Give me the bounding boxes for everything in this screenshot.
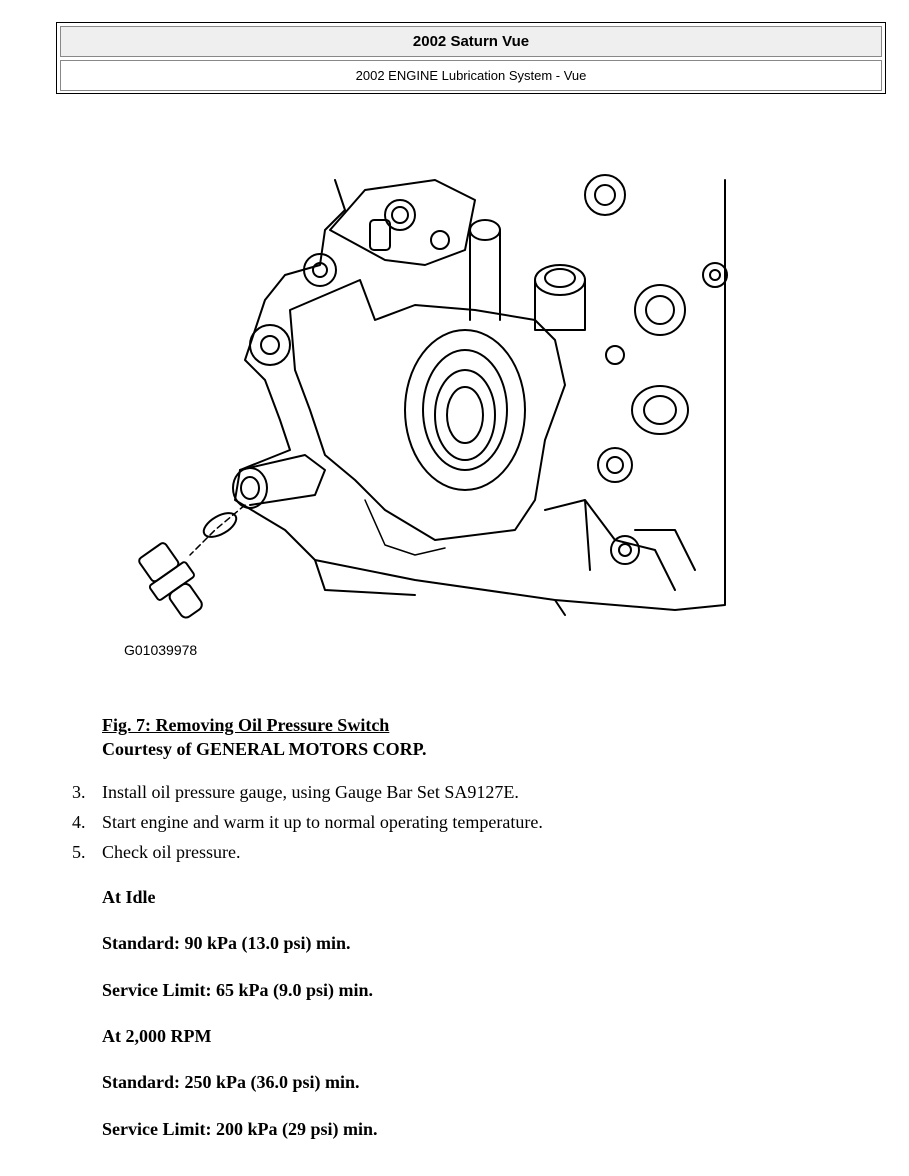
step-number: 3. bbox=[72, 782, 86, 802]
spec-idle-limit: Service Limit: 65 kPa (9.0 psi) min. bbox=[102, 980, 373, 1000]
figure-caption: Fig. 7: Removing Oil Pressure Switch Cou… bbox=[102, 713, 427, 761]
engine-oil-pressure-switch-illustration bbox=[115, 170, 730, 630]
procedure-steps: 3. Install oil pressure gauge, using Gau… bbox=[72, 782, 543, 872]
document-header: 2002 Saturn Vue 2002 ENGINE Lubrication … bbox=[56, 22, 886, 94]
step-number: 4. bbox=[72, 812, 86, 832]
spec-idle-heading: At Idle bbox=[102, 887, 156, 907]
figure-id-label: G01039978 bbox=[124, 642, 198, 658]
procedure-step: 5. Check oil pressure. bbox=[72, 842, 543, 872]
spec-idle-standard: Standard: 90 kPa (13.0 psi) min. bbox=[102, 933, 351, 953]
spec-rpm-standard: Standard: 250 kPa (36.0 psi) min. bbox=[102, 1072, 360, 1092]
step-number: 5. bbox=[72, 842, 86, 862]
figure-caption-courtesy: Courtesy of GENERAL MOTORS CORP. bbox=[102, 739, 427, 759]
figure-caption-title: Fig. 7: Removing Oil Pressure Switch bbox=[102, 715, 390, 735]
spec-rpm-heading: At 2,000 RPM bbox=[102, 1026, 212, 1046]
procedure-step: 4. Start engine and warm it up to normal… bbox=[72, 812, 543, 842]
step-text: Check oil pressure. bbox=[102, 842, 241, 862]
header-subtitle: 2002 ENGINE Lubrication System - Vue bbox=[60, 60, 882, 91]
header-title: 2002 Saturn Vue bbox=[60, 26, 882, 57]
spec-rpm-limit: Service Limit: 200 kPa (29 psi) min. bbox=[102, 1119, 378, 1139]
step-text: Install oil pressure gauge, using Gauge … bbox=[102, 782, 519, 802]
step-text: Start engine and warm it up to normal op… bbox=[102, 812, 543, 832]
procedure-step: 3. Install oil pressure gauge, using Gau… bbox=[72, 782, 543, 812]
